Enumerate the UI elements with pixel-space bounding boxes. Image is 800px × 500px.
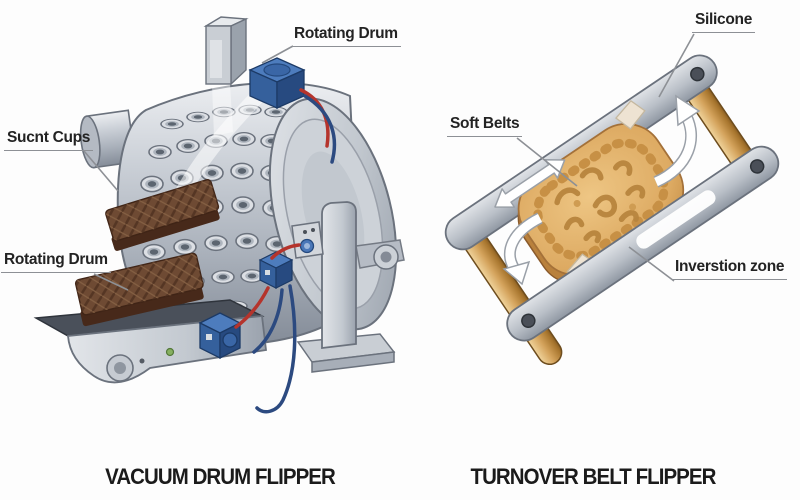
label-inversion-zone: Inverstion zone [672, 258, 788, 280]
leader-rotating-drum-top [261, 45, 294, 64]
vacuum-wires [234, 88, 337, 414]
infeed-chute [203, 16, 249, 86]
control-panel [291, 221, 324, 259]
flip-arrow-bottom [502, 212, 543, 286]
vacuum-drum-flipper-illustration [33, 16, 405, 414]
belt-direction-arrow [494, 159, 566, 208]
leader-soft-belts [516, 137, 578, 187]
vacuum-block-top [248, 57, 306, 110]
leader-silicone [658, 33, 695, 98]
leader-suction-cups [83, 150, 119, 192]
belt-rail-lower [506, 145, 780, 342]
leader-inversion-zone [628, 246, 675, 282]
inversion-zone-window [636, 190, 716, 249]
drum-stand [296, 201, 405, 373]
label-rotating-drum-bottom: Rotating Drum [1, 251, 111, 273]
label-soft-belts: Soft Belts [447, 115, 523, 137]
leader-lines [83, 33, 695, 291]
label-rotating-drum-top: Rotating Drum [291, 25, 401, 47]
caption-vacuum-drum-flipper: VACUUM DRUM FLIPPER [105, 464, 336, 489]
label-suction-cups: Sucnt Cups [4, 129, 94, 151]
label-silicone: Silicone [692, 11, 756, 33]
flip-arrow-top [653, 94, 701, 188]
wafer-on-drum [105, 179, 220, 251]
silicone-tab-top [615, 99, 646, 130]
drum-axle-stub [79, 109, 137, 169]
turnover-belt-flipper-illustration [444, 54, 780, 366]
vacuum-block-lower [198, 312, 242, 360]
leader-rotating-drum-bottom [93, 273, 129, 291]
wafer-on-belt [74, 252, 204, 327]
caption-turnover-belt-flipper: TURNOVER BELT FLIPPER [470, 464, 717, 489]
vacuum-block-mid [258, 251, 294, 289]
